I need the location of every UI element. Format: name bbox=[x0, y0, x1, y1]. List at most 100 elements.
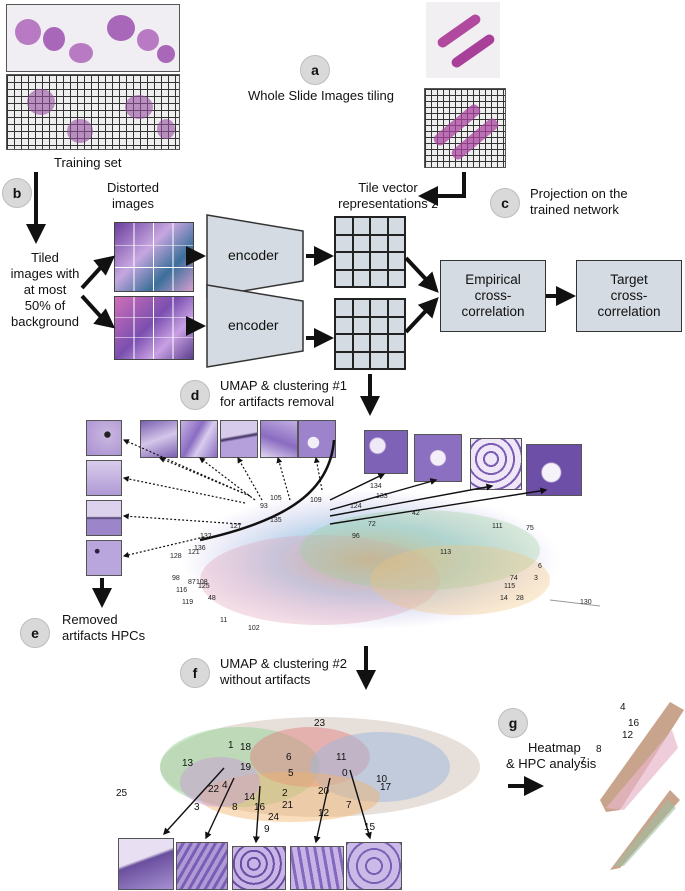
umap-2-cluster-label: 12 bbox=[318, 808, 330, 819]
cluster-thumb-3 bbox=[232, 846, 286, 890]
tissue-thumb-4 bbox=[526, 444, 582, 496]
tiled-line-4: 50% of bbox=[24, 298, 66, 313]
artifact-thumb-3 bbox=[86, 500, 122, 536]
umap-2-cluster-label: 18 bbox=[240, 742, 252, 753]
umap-1-cluster-label: 87 bbox=[188, 579, 196, 586]
distorted-line-1: Distorted bbox=[106, 180, 160, 195]
umap-1-cluster-label: 42 bbox=[412, 510, 420, 517]
distorted-mosaic-top bbox=[114, 222, 194, 292]
umap-1-cluster-label: 98 bbox=[172, 575, 180, 582]
umap-2-cluster-label: 7 bbox=[346, 800, 352, 811]
step-d-label: UMAP & clustering #1 for artifacts remov… bbox=[220, 378, 347, 410]
step-c-badge: c bbox=[490, 188, 520, 218]
umap-1-cluster-label: 113 bbox=[440, 549, 451, 556]
umap-2-cluster-label: 22 bbox=[208, 784, 220, 795]
tissue-thumb-3 bbox=[470, 438, 522, 490]
umap-1-cluster-label: 111 bbox=[492, 523, 503, 530]
artifact-thumb-8 bbox=[260, 420, 298, 458]
umap-2-cluster-label: 15 bbox=[364, 822, 376, 833]
tiled-line-1: Tiled bbox=[31, 250, 59, 265]
step-d-badge: d bbox=[180, 380, 210, 410]
heatmap-label-1: 16 bbox=[628, 718, 640, 729]
umap-1-cluster-label: 75 bbox=[526, 525, 534, 532]
umap-2-cluster-label: 23 bbox=[314, 718, 326, 729]
umap-2-cluster-label: 17 bbox=[380, 782, 392, 793]
encoder-top-shape bbox=[206, 214, 304, 298]
target-cross-correlation-box: Target cross- correlation bbox=[576, 260, 682, 332]
target-line-3: correlation bbox=[597, 304, 661, 319]
umap-1-cluster-label: 96 bbox=[352, 533, 360, 540]
umap-2-cluster-label: 10 bbox=[376, 774, 388, 785]
heatmap-label-3: 8 bbox=[596, 744, 602, 755]
umap-2-cluster-label: 24 bbox=[268, 812, 280, 823]
umap-1-cluster-label: 127 bbox=[230, 523, 242, 530]
umap-1-cluster-label: 135 bbox=[270, 517, 282, 524]
umap-2-cluster-label: 0 bbox=[342, 768, 348, 779]
training-tiled-grid bbox=[6, 74, 180, 150]
umap-1-cluster-label: 28 bbox=[516, 595, 524, 602]
heatmap-label-0: 4 bbox=[620, 702, 626, 713]
umap-1-cluster-label: 105 bbox=[270, 495, 282, 502]
step-a-badge: a bbox=[300, 55, 330, 85]
cluster-thumb-5 bbox=[346, 842, 402, 890]
umap-1-cluster-label: 128 bbox=[170, 553, 182, 560]
step-g-badge: g bbox=[498, 708, 528, 738]
training-set-label: Training set bbox=[54, 155, 122, 170]
umap-1-cluster-label: 3 bbox=[534, 575, 538, 582]
cluster-thumb-4 bbox=[290, 846, 344, 890]
tiled-line-5: background bbox=[11, 314, 79, 329]
step-g-line-2: & HPC analysis bbox=[506, 756, 597, 771]
encoder-top-label: encoder bbox=[228, 247, 279, 263]
tile-vec-line-1: Tile vector bbox=[358, 180, 418, 195]
target-line-2: cross- bbox=[610, 288, 648, 303]
umap-1-cluster-label: 125 bbox=[198, 583, 210, 590]
umap-1-cluster-label: 74 bbox=[510, 575, 518, 582]
step-e-line-1: Removed bbox=[62, 612, 118, 627]
tissue-thumb-1 bbox=[364, 430, 408, 474]
cluster-thumb-1 bbox=[118, 838, 174, 890]
umap-2-cluster-label: 8 bbox=[232, 802, 238, 813]
umap-1-cluster-label: 102 bbox=[248, 625, 260, 632]
distorted-line-2: images bbox=[112, 196, 154, 211]
empirical-line-1: Empirical bbox=[465, 272, 521, 287]
step-g-line-1: Heatmap bbox=[528, 740, 581, 755]
umap-2-cluster-label: 9 bbox=[264, 824, 270, 835]
tiled-line-2: images with bbox=[10, 266, 80, 281]
tiled-line-3: at most bbox=[23, 282, 67, 297]
step-a-label: Whole Slide Images tiling bbox=[248, 88, 394, 103]
artifact-thumb-2 bbox=[86, 460, 122, 496]
distorted-mosaic-bottom bbox=[114, 296, 194, 360]
tile-vector-label: Tile vector representations z bbox=[338, 180, 438, 212]
step-f-line-1: UMAP & clustering #2 bbox=[220, 656, 347, 671]
umap-2-cluster-label: 19 bbox=[240, 762, 252, 773]
empirical-line-2: cross- bbox=[474, 288, 512, 303]
umap-1-cluster-label: 116 bbox=[176, 587, 187, 594]
heatmap-label-2: 12 bbox=[622, 730, 634, 741]
umap-2-cluster-label: 16 bbox=[254, 802, 266, 813]
heatmap-slides: 4 16 12 8 7 bbox=[580, 702, 684, 870]
umap-2-cluster-label: 3 bbox=[194, 802, 200, 813]
umap-1-cluster-label: 132 bbox=[200, 533, 212, 540]
umap-1-plot: 1059310912413413512713213613372429612812… bbox=[170, 483, 600, 632]
umap-2-cluster-label: 1 bbox=[228, 740, 234, 751]
umap-1-cluster-label: 14 bbox=[500, 595, 508, 602]
step-f-label: UMAP & clustering #2 without artifacts bbox=[220, 656, 347, 688]
step-e-label: Removed artifacts HPCs bbox=[62, 612, 145, 644]
step-f-badge: f bbox=[180, 658, 210, 688]
wsi-image bbox=[426, 2, 500, 78]
encoder-bottom-shape bbox=[206, 284, 304, 368]
vector-grid-bottom bbox=[334, 298, 406, 370]
umap-1-cluster-label: 119 bbox=[182, 599, 193, 606]
umap-2-cluster-label: 13 bbox=[182, 758, 194, 769]
umap-1-cluster-label: 136 bbox=[194, 545, 206, 552]
target-line-1: Target bbox=[610, 272, 648, 287]
umap-1-cluster-label: 130 bbox=[580, 599, 592, 606]
tiled-images-label: Tiled images with at most 50% of backgro… bbox=[10, 250, 80, 330]
step-c-line-2: trained network bbox=[530, 202, 619, 217]
umap-2-cluster-label: 14 bbox=[244, 792, 256, 803]
cluster-thumb-2 bbox=[176, 842, 228, 890]
umap-1-cluster-label: 133 bbox=[376, 493, 388, 500]
step-e-badge: e bbox=[20, 618, 50, 648]
